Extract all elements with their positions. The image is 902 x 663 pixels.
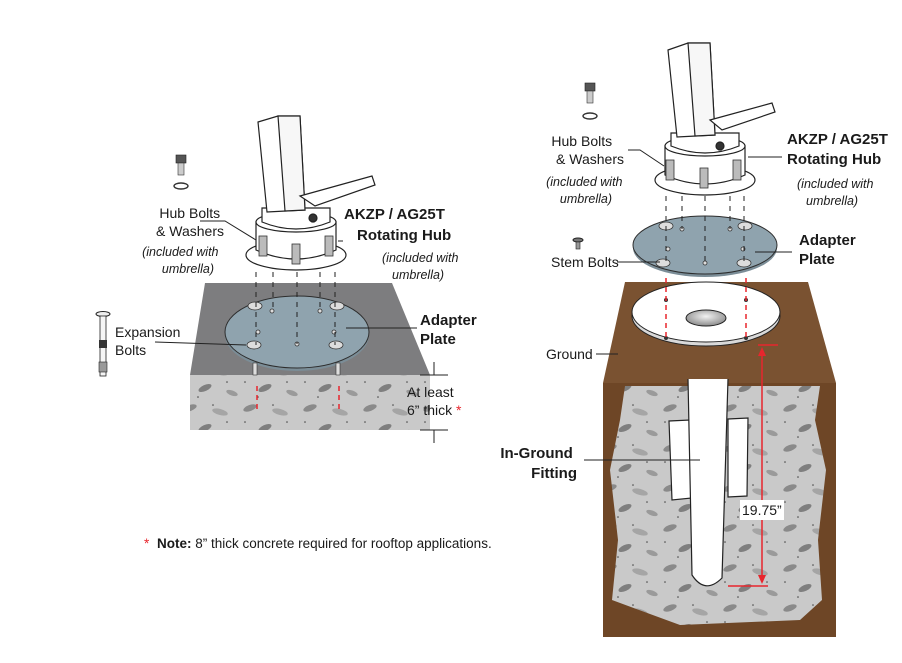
hub-bolt-washer-icon [173, 154, 189, 190]
right-hub-note: (included with umbrella) [797, 177, 877, 208]
stem-bolts-label: Stem Bolts [551, 254, 619, 270]
stem-bolt-icon [572, 237, 584, 250]
left-hub-bolts-note: (included with umbrella) [142, 245, 222, 276]
right-hub-bolt-washer-icon [582, 82, 598, 120]
expansion-bolts-label: Expansion Bolts [115, 324, 184, 358]
left-hub-note: (included with umbrella) [382, 251, 462, 282]
depth-label: 19.75” [742, 502, 782, 518]
left-installation: Hub Bolts & Washers (included with umbre… [95, 115, 481, 443]
expansion-bolt-icon [95, 311, 111, 377]
in-ground-fitting-label: In-Ground Fitting [500, 445, 577, 482]
thickness-label: At least 6” thick * [407, 384, 462, 418]
ground-label: Ground [546, 346, 593, 362]
left-hub-bolts-label: Hub Bolts & Washers [156, 205, 224, 239]
footnote: * Note: 8” thick concrete required for r… [144, 536, 492, 551]
right-hub-label: AKZP / AG25T Rotating Hub [787, 131, 892, 168]
concrete-slab-front [190, 375, 430, 430]
left-adapter-plate-label: Adapter Plate [420, 312, 481, 348]
depth-dimension [728, 344, 778, 587]
left-hub-label: AKZP / AG25T Rotating Hub [344, 206, 451, 244]
right-hub-bolts-note: (included with umbrella) [546, 175, 626, 206]
stem-plate [631, 281, 781, 347]
right-installation: 19.75” [500, 42, 892, 637]
left-rotating-hub [245, 115, 376, 271]
right-adapter-plate-label: Adapter Plate [799, 232, 860, 268]
right-rotating-hub [654, 42, 776, 196]
right-hub-bolts-label: Hub Bolts & Washers [551, 133, 624, 167]
